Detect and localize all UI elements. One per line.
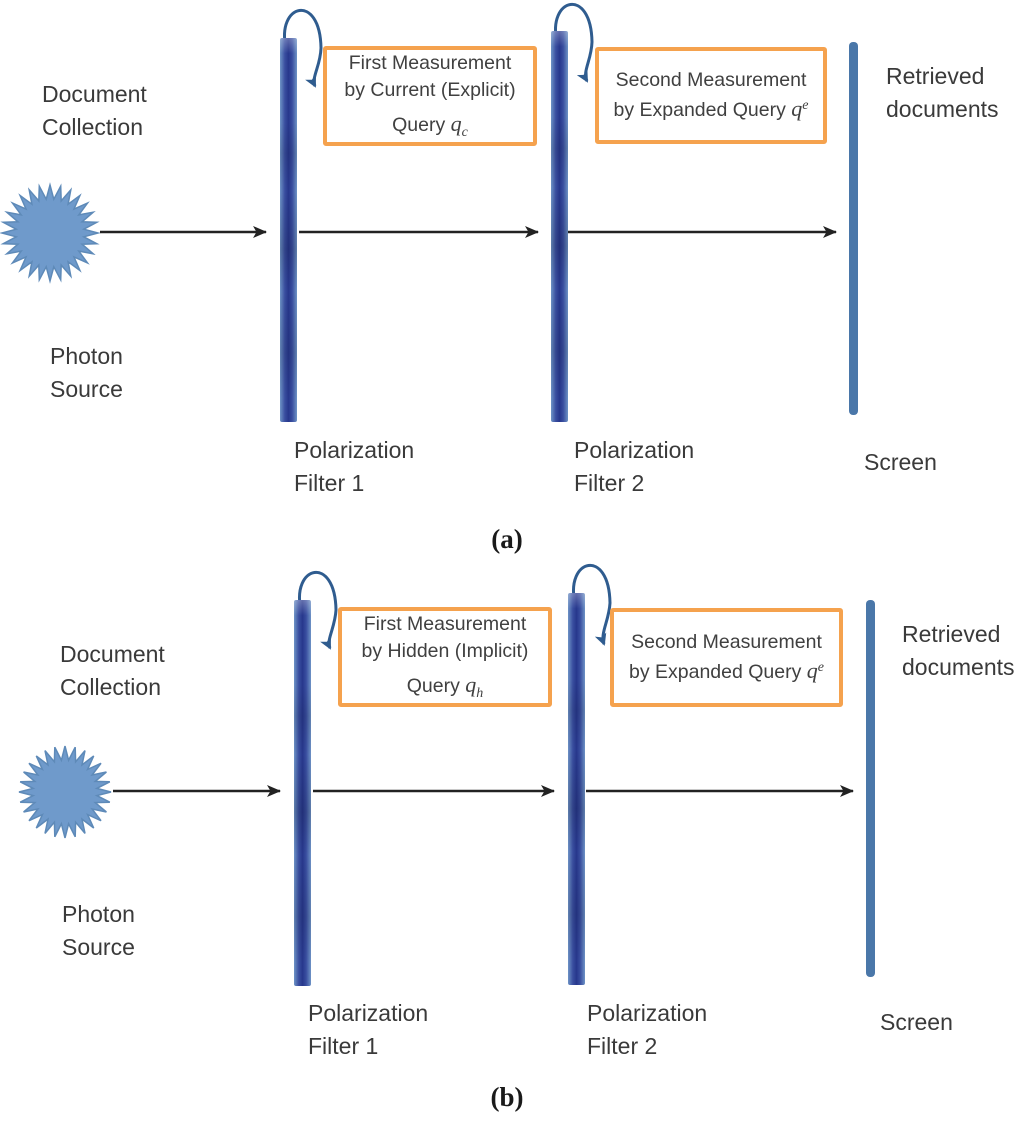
polarization-filter2-bar — [551, 31, 568, 422]
filter1-label: Polarization Filter 1 — [308, 1000, 429, 1059]
measurement-curve-arrow-filter2 — [572, 563, 612, 646]
polarization-filter1-bar — [280, 38, 297, 422]
box-text-line2: by Expanded Query qe — [613, 95, 809, 121]
measurement-curve-arrow-filter2 — [554, 2, 594, 83]
filter2-label: Polarization Filter 2 — [574, 437, 695, 496]
photon-source-starburst-icon — [18, 745, 112, 839]
box-text-line1: Second Measurement — [615, 68, 807, 91]
polarization-filter2-bar — [568, 593, 585, 985]
photon-source-label: Photon Source — [50, 343, 123, 402]
query-subscript: h — [476, 685, 484, 701]
query-symbol: q — [806, 657, 818, 683]
photon-source-starburst-icon — [0, 182, 101, 284]
retrieved-documents-label: Retrieved documents — [902, 621, 1015, 680]
query-subscript: c — [461, 124, 468, 140]
box-text-line2: by Current (Explicit) — [344, 78, 516, 101]
panel-b-caption: (b) — [490, 1082, 524, 1112]
second-measurement-box: Second Measurement by Expanded Query qe — [595, 47, 827, 144]
first-measurement-box: First Measurement by Current (Explicit) … — [323, 46, 537, 146]
box-text-line2: by Hidden (Implicit) — [361, 639, 529, 662]
box-text-line3: Query qh — [406, 671, 484, 701]
screen-label: Screen — [864, 449, 937, 475]
document-collection-label: Document Collection — [42, 81, 147, 140]
query-symbol: q — [791, 95, 803, 121]
panel-a-caption: (a) — [491, 524, 523, 554]
box-text-line1: First Measurement — [348, 51, 512, 74]
screen-bar — [849, 42, 858, 415]
box-text-line1: First Measurement — [363, 612, 527, 635]
measurement-curve-arrow-filter1 — [283, 8, 323, 88]
photon-source-label: Photon Source — [62, 901, 135, 960]
retrieved-documents-label: Retrieved documents — [886, 63, 999, 122]
document-collection-label: Document Collection — [60, 641, 165, 700]
screen-label: Screen — [880, 1009, 953, 1035]
screen-bar — [866, 600, 875, 977]
measurement-curve-arrow-filter1 — [298, 570, 338, 650]
box-text-line2: by Expanded Query qe — [629, 657, 824, 683]
polarization-filter1-bar — [294, 600, 311, 986]
box-text-line3: Query qc — [392, 110, 468, 140]
query-superscript: e — [817, 659, 824, 675]
first-measurement-box: First Measurement by Hidden (Implicit) Q… — [338, 607, 552, 707]
query-superscript: e — [802, 97, 809, 113]
box-text-line1: Second Measurement — [631, 630, 822, 653]
panel-a-graphics — [0, 2, 837, 284]
query-symbol: q — [450, 110, 462, 136]
second-measurement-box: Second Measurement by Expanded Query qe — [610, 608, 843, 707]
query-symbol: q — [465, 671, 477, 697]
filter1-label: Polarization Filter 1 — [294, 437, 415, 496]
filter2-label: Polarization Filter 2 — [587, 1000, 708, 1059]
panel-b-graphics — [18, 563, 854, 839]
